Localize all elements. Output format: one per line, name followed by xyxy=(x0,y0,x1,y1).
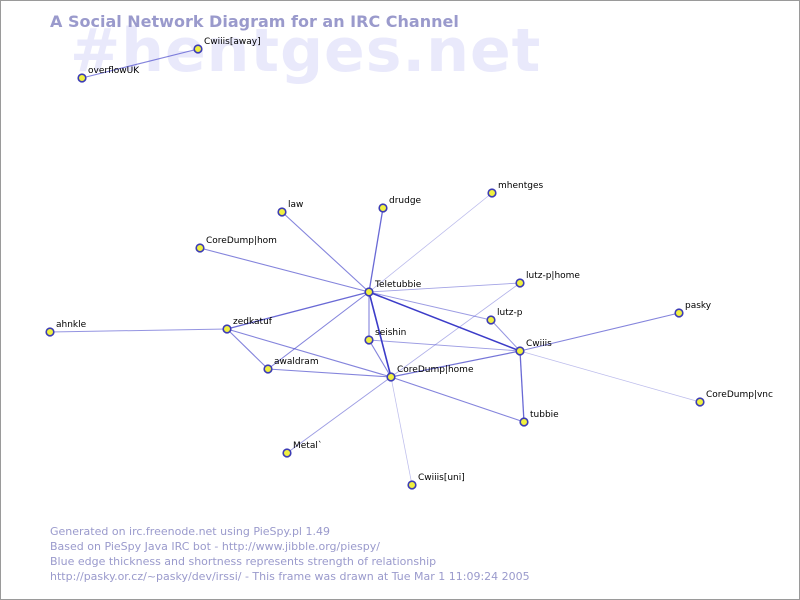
node-zedkatuf: zedkatuf xyxy=(222,317,273,334)
node-marker xyxy=(487,188,497,198)
node-marker xyxy=(378,203,388,213)
edge-coredump_home-tubbie xyxy=(390,376,525,423)
diagram-title: A Social Network Diagram for an IRC Chan… xyxy=(50,12,459,31)
edge-teletubbie-mhentges xyxy=(368,192,493,293)
node-label: lutz-p|home xyxy=(526,271,580,281)
node-label: awaldram xyxy=(274,357,319,367)
node-mhentges: mhentges xyxy=(487,181,543,198)
edge-cwiiis-lutzp xyxy=(490,319,521,352)
node-marker xyxy=(407,480,417,490)
node-label: zedkatuf xyxy=(233,317,273,327)
edge-teletubbie-zedkatuf xyxy=(226,291,370,330)
edge-teletubbie-lutzp xyxy=(368,291,492,321)
node-teletubbie: Teletubbie xyxy=(364,280,422,297)
node-marker xyxy=(515,346,525,356)
node-marker xyxy=(674,308,684,318)
edge-teletubbie-law xyxy=(281,211,370,293)
node-label: CoreDump|home xyxy=(397,365,474,375)
node-label: mhentges xyxy=(498,181,543,191)
edge-cwiiis-pasky xyxy=(519,312,680,352)
node-awaldram: awaldram xyxy=(263,357,319,374)
edge-teletubbie-drudge xyxy=(368,207,384,293)
footer-notes: Generated on irc.freenode.net using PieS… xyxy=(50,524,530,584)
node-label: Cwiiis[away] xyxy=(204,37,261,47)
edge-cwiiis-tubbie xyxy=(519,350,525,423)
edge-overflowuk-cwiiis_away xyxy=(81,48,199,79)
footer-line-legend: Blue edge thickness and shortness repres… xyxy=(50,555,437,568)
edge-awaldram-coredump_home xyxy=(267,368,392,378)
node-label: CoreDump|vnc xyxy=(706,390,773,400)
edge-coredump_home-lutzp_home xyxy=(390,282,521,378)
node-marker xyxy=(515,278,525,288)
node-label: CoreDump|hom xyxy=(206,236,277,246)
node-coredump_hom: CoreDump|hom xyxy=(195,236,277,253)
edge-zedkatuf-ahnkle xyxy=(49,328,228,333)
footer-line-timestamp: http://pasky.or.cz/~pasky/dev/irssi/ - T… xyxy=(50,570,530,583)
edge-teletubbie-cwiiis xyxy=(368,291,521,352)
node-label: tubbie xyxy=(530,410,559,420)
node-label: drudge xyxy=(389,196,422,206)
node-coredump_vnc: CoreDump|vnc xyxy=(695,390,773,407)
node-marker xyxy=(277,207,287,217)
edge-coredump_home-metal xyxy=(286,376,392,454)
node-seishin: seishin xyxy=(364,328,406,345)
node-marker xyxy=(364,335,374,345)
edge-seishin-cwiiis xyxy=(368,339,521,352)
node-marker xyxy=(193,44,203,54)
node-cwiiis_uni: Cwiiis[uni] xyxy=(407,473,465,490)
node-marker xyxy=(77,73,87,83)
node-marker xyxy=(386,372,396,382)
node-metal: Metal` xyxy=(282,440,322,458)
node-label: Cwiiis[uni] xyxy=(418,473,465,483)
node-marker xyxy=(263,364,273,374)
node-lutzp_home: lutz-p|home xyxy=(515,271,580,288)
node-label: Cwiiis xyxy=(526,339,552,349)
channel-watermark: #hentges.net xyxy=(70,16,542,86)
node-overflowuk: overflowUK xyxy=(77,66,140,83)
footer-line-generator: Generated on irc.freenode.net using PieS… xyxy=(50,525,330,538)
node-marker xyxy=(695,397,705,407)
node-marker xyxy=(364,287,374,297)
node-marker xyxy=(195,243,205,253)
node-label: law xyxy=(288,200,303,210)
nodes-layer: Cwiiis[away] overflowUK law drudge mhentgesC… xyxy=(45,37,773,490)
node-lutzp: lutz-p xyxy=(486,308,523,325)
edge-cwiiis-coredump_vnc xyxy=(519,350,701,403)
edges-layer xyxy=(49,48,701,486)
node-label: Metal` xyxy=(293,440,322,451)
node-coredump_home: CoreDump|home xyxy=(386,365,474,382)
edge-zedkatuf-coredump_home xyxy=(226,328,392,378)
node-marker xyxy=(486,315,496,325)
node-label: Teletubbie xyxy=(374,280,422,290)
node-marker xyxy=(519,417,529,427)
node-marker xyxy=(282,448,292,458)
node-marker xyxy=(222,324,232,334)
node-drudge: drudge xyxy=(378,196,422,213)
node-label: seishin xyxy=(375,328,406,338)
edge-seishin-coredump_home xyxy=(368,339,392,378)
node-law: law xyxy=(277,200,303,217)
node-cwiiis: Cwiiis xyxy=(515,339,552,356)
node-tubbie: tubbie xyxy=(519,410,559,427)
edge-coredump_home-cwiiis xyxy=(390,350,521,378)
edge-teletubbie-coredump_home xyxy=(368,291,392,378)
node-label: lutz-p xyxy=(497,308,523,318)
node-cwiiis_away: Cwiiis[away] xyxy=(193,37,261,54)
node-ahnkle: ahnkle xyxy=(45,320,87,337)
footer-line-based-on: Based on PieSpy Java IRC bot - http://ww… xyxy=(50,540,380,553)
edge-coredump_home-cwiiis_uni xyxy=(390,376,413,486)
edge-teletubbie-coredump_hom xyxy=(199,247,370,293)
node-label: pasky xyxy=(685,301,712,311)
node-marker xyxy=(45,327,55,337)
edge-teletubbie-awaldram xyxy=(267,291,370,370)
node-pasky: pasky xyxy=(674,301,712,318)
node-label: ahnkle xyxy=(56,320,87,330)
edge-teletubbie-lutzp_home xyxy=(368,282,521,293)
node-label: overflowUK xyxy=(88,66,140,76)
edge-zedkatuf-awaldram xyxy=(226,328,269,370)
